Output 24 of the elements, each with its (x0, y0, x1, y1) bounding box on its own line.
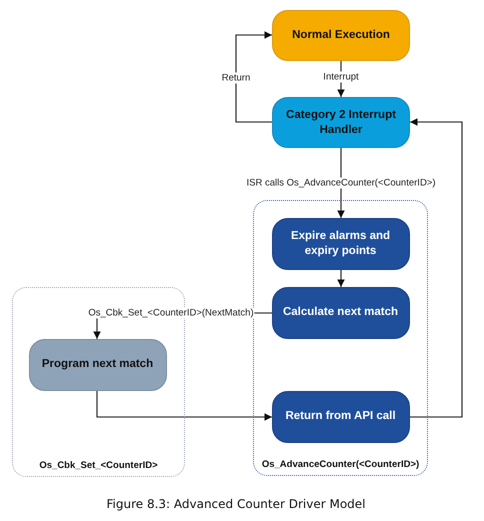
arrow (337, 270, 345, 287)
group-frame (253, 200, 428, 476)
box-label: Calculate next match (282, 305, 398, 320)
edge-label: ISR calls Os_AdvanceCounter(<CounterID>) (245, 178, 437, 188)
process-box (272, 10, 410, 61)
process-box (272, 286, 410, 338)
box-label: Normal Execution (292, 28, 390, 43)
edge-label: Return (220, 72, 252, 84)
figure-caption: Figure 8.3: Advanced Counter Driver Model (105, 497, 367, 511)
box-label: Expire alarms and expiry points (290, 228, 392, 258)
arrow (96, 391, 272, 421)
box-label: Program next match (42, 357, 154, 372)
arrow (235, 31, 272, 123)
edge-label: Os_Cbk_Set_<CounterID>(NextMatch) (87, 308, 255, 318)
process-box (272, 97, 410, 148)
process-box (272, 390, 410, 442)
box-label: Return from API call (285, 409, 396, 424)
process-box (272, 218, 410, 270)
arrow (410, 118, 463, 418)
box-label: Category 2 Interrupt Handler (285, 108, 397, 138)
process-box (28, 338, 166, 390)
group-title: Os_Cbk_Set_<CounterID> (38, 460, 159, 472)
group-title: Os_AdvanceCounter(<CounterID>) (260, 458, 420, 471)
edge-label: Interrupt (322, 72, 360, 82)
